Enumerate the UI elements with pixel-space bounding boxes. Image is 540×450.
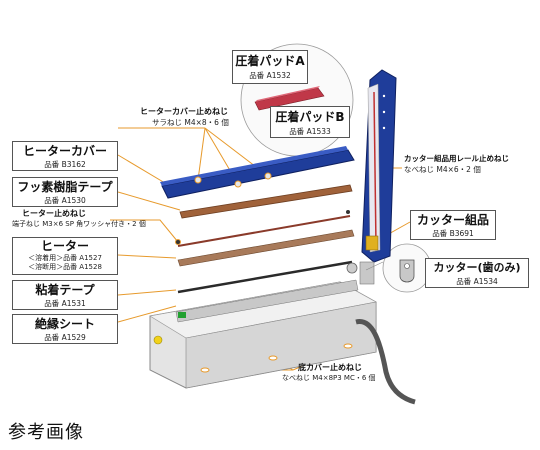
cutter-blade-title: カッター(歯のみ): [433, 261, 521, 274]
cutter-rail-screw-spec: なべねじ M4×6・2 個: [404, 165, 481, 174]
bottom-cover-screw-title: 底カバー止めねじ: [298, 363, 362, 372]
upper-arm: [361, 69, 397, 263]
heater-wire: [177, 215, 351, 247]
cutter-assembly-title: カッター組品: [416, 213, 489, 227]
fluoro-tape-part: [179, 184, 353, 219]
pad-a-code: 品番 A1532: [249, 71, 291, 80]
bottom-cover-screw-spec: なべねじ M4×8P3 MC・6 個: [282, 374, 376, 382]
cutter-blade-label: カッター(歯のみ) 品番 A1534: [425, 258, 529, 288]
insulation-sheet-title: 絶縁シート: [34, 317, 95, 331]
fluoro-tape-title: フッ素樹脂テープ: [17, 180, 113, 194]
cutter-blade-code: 品番 A1534: [456, 277, 498, 286]
adhesive-tape-code: 品番 A1531: [44, 299, 86, 308]
pad-b-code: 品番 A1533: [289, 127, 331, 136]
cutter-assembly-part: [346, 235, 379, 285]
base-body: [149, 279, 416, 405]
blade-pointer: [365, 261, 384, 271]
caption: 参考画像: [8, 422, 84, 443]
heater-screw-title: ヒーター止めねじ: [22, 209, 86, 218]
heater-cover-code: 品番 B3162: [44, 160, 86, 169]
heater-cover-label: ヒーターカバー 品番 B3162: [12, 141, 118, 171]
pad-a-title: 圧着パッドA: [235, 54, 305, 68]
pad-b-title: 圧着パッドB: [275, 110, 345, 124]
pad-b-label: 圧着パッドB 品番 A1533: [270, 106, 350, 138]
adhesive-tape-label: 粘着テープ 品番 A1531: [12, 280, 118, 310]
heater-screw-spec: 端子ねじ M3×6 SP 角ワッシャ付き・2 個: [12, 220, 146, 228]
cutter-assembly-code: 品番 B3691: [432, 229, 474, 238]
heater-screw-dot: [175, 239, 181, 245]
heater-cover-screw-spec: サラねじ M4×8・6 個: [152, 118, 229, 127]
insulation-sheet-label: 絶縁シート 品番 A1529: [12, 314, 118, 344]
heater-cover-screw-title: ヒーターカバー止めねじ: [140, 107, 228, 116]
heater-line1: ＜溶着用＞品番 A1527: [28, 254, 102, 262]
insulation-sheet-part: [177, 260, 353, 294]
heater-title: ヒーター: [40, 239, 89, 253]
fluoro-tape-code: 品番 A1530: [44, 196, 86, 205]
heater-screw-dot-right: [346, 210, 350, 214]
heater-line2: ＜溶断用＞品番 A1528: [28, 263, 102, 271]
heater-cover-part: [160, 146, 355, 199]
fluoro-tape-label: フッ素樹脂テープ 品番 A1530: [12, 177, 118, 207]
cutter-blade-part: [399, 259, 415, 283]
adhesive-tape-part: [177, 229, 355, 267]
insulation-sheet-code: 品番 A1529: [44, 333, 86, 342]
pad-a-label: 圧着パッドA 品番 A1532: [232, 50, 308, 84]
adhesive-tape-title: 粘着テープ: [35, 283, 95, 297]
heater-cover-title: ヒーターカバー: [22, 144, 107, 158]
pad-a-strip-top: [255, 86, 320, 102]
cutter-rail-screw-title: カッター組品用レール止めねじ: [404, 154, 509, 163]
cutter-assembly-label: カッター組品 品番 B3691: [410, 210, 496, 240]
heater-label: ヒーター ＜溶着用＞品番 A1527 ＜溶断用＞品番 A1528: [12, 237, 118, 275]
